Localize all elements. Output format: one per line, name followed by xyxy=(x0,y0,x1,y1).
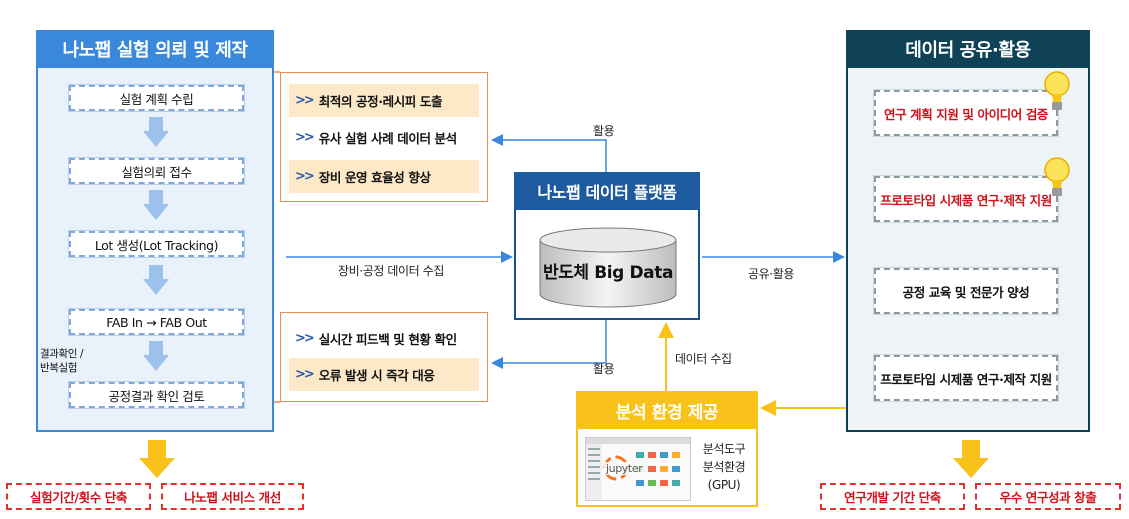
platform-title: 나노팹 데이터 플랫폼 xyxy=(514,172,700,210)
lightbulb-icon xyxy=(1044,157,1070,196)
down-arrow-icon xyxy=(143,190,169,220)
jupyter-screenshot: jupyter xyxy=(585,437,691,501)
tool-line: 분석도구 xyxy=(702,442,746,456)
right-panel-title: 데이터 공유·활용 xyxy=(846,30,1090,68)
bottom-output-label: 실시간 피드백 및 현황 확인 xyxy=(318,332,457,347)
top-output-label: 유사 실험 사례 데이터 분석 xyxy=(318,131,457,146)
down-arrow-icon xyxy=(139,440,175,478)
use-top-label: 활용 xyxy=(593,124,615,138)
analysis-title: 분석 환경 제공 xyxy=(576,391,758,429)
jupyter-wordmark: jupyter xyxy=(604,462,645,475)
use-bottom-arrow xyxy=(491,320,607,369)
right-item: 공정 교육 및 전문가 양성 xyxy=(873,267,1059,315)
down-arrow-icon xyxy=(143,341,169,371)
outcome-badge: 나노팹 서비스 개선 xyxy=(161,483,304,510)
right-item: 프로토타입 시제품 연구·제작 지원 xyxy=(873,354,1059,402)
chevron-right-icon: >> xyxy=(295,331,315,346)
use-top-arrow xyxy=(491,134,607,172)
step-review: 공정결과 확인 검토 xyxy=(68,381,245,409)
share-label: 공유·활용 xyxy=(748,267,794,281)
outcome-badge: 연구개발 기간 단축 xyxy=(820,483,965,510)
chevron-right-icon: >> xyxy=(295,93,315,108)
bottom-output-item: >>오류 발생 시 즉각 대응 xyxy=(289,358,479,391)
right-item: 프로토타입 시제품 연구·제작 지원 xyxy=(873,175,1059,223)
chevron-right-icon: >> xyxy=(295,130,315,145)
right-item: 연구 계획 지원 및 아이디어 검증 xyxy=(873,89,1059,137)
use-bottom-label: 활용 xyxy=(593,362,615,376)
outcome-badge: 실험기간/횟수 단축 xyxy=(6,483,151,510)
outcome-badge: 우수 연구성과 창출 xyxy=(975,483,1121,510)
down-arrow-icon xyxy=(953,440,989,478)
tool-line: (GPU) xyxy=(707,478,741,492)
database-cylinder-icon xyxy=(539,227,677,308)
lightbulb-icon xyxy=(1044,71,1070,110)
loop-label-line1: 결과확인 / xyxy=(40,348,84,360)
big-data-label: 반도체 Big Data xyxy=(542,263,674,283)
tool-line: 분석환경 xyxy=(702,460,746,474)
left-panel-title: 나노팹 실험 의뢰 및 제작 xyxy=(36,30,274,68)
top-output-item: >>최적의 공정·레시피 도출 xyxy=(289,84,479,117)
collect-label: 장비·공정 데이터 수집 xyxy=(338,264,445,278)
top-output-label: 장비 운영 효율성 향상 xyxy=(318,170,431,185)
bottom-output-label: 오류 발생 시 즉각 대응 xyxy=(318,368,435,383)
step-receive: 실험의뢰 접수 xyxy=(68,157,245,185)
down-arrow-icon xyxy=(143,117,169,147)
step-plan: 실험 계획 수립 xyxy=(68,84,245,112)
top-output-label: 최적의 공정·레시피 도출 xyxy=(318,94,443,109)
data-collect-label: 데이터 수집 xyxy=(675,352,732,366)
bottom-output-item: >>실시간 피드백 및 현황 확인 xyxy=(289,322,479,355)
chevron-right-icon: >> xyxy=(295,169,315,184)
chevron-right-icon: >> xyxy=(295,367,315,382)
down-arrow-icon xyxy=(143,265,169,295)
top-output-item: >>장비 운영 효율성 향상 xyxy=(289,160,479,193)
top-output-item: >>유사 실험 사례 데이터 분석 xyxy=(289,121,479,154)
analysis-tools: 분석도구 분석환경 (GPU) xyxy=(694,440,754,494)
step-fab: FAB In → FAB Out xyxy=(68,308,245,336)
loop-label-line2: 반복실험 xyxy=(40,362,78,374)
step-lot: Lot 생성(Lot Tracking) xyxy=(68,230,245,258)
loop-label: 결과확인 / 반복실험 xyxy=(40,347,84,375)
